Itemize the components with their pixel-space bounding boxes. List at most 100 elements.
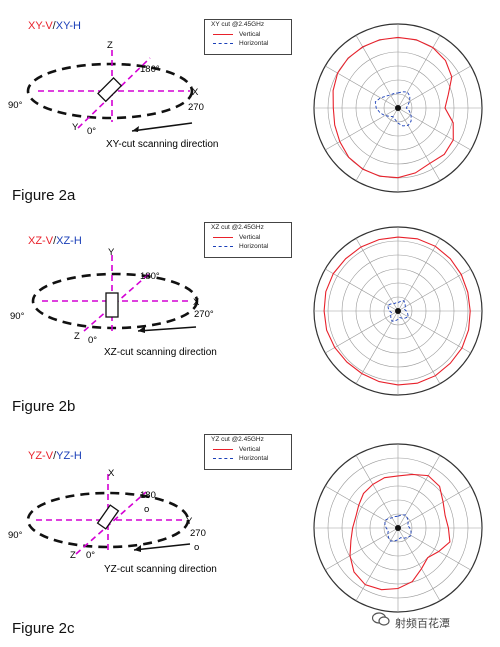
- axis-right-label: X: [193, 297, 200, 308]
- legend-horizontal: Horizontal: [213, 455, 268, 462]
- watermark: 射频百花潭: [395, 618, 450, 630]
- scan-schematic: X Y Z 180 o 270 o 90° 0° YZ-cut scanning…: [8, 468, 217, 575]
- scan-direction-text: XZ-cut scanning direction: [104, 347, 217, 358]
- vertical-cut-label: XZ-V: [28, 235, 54, 247]
- angle-front-label: 0°: [88, 335, 97, 346]
- angle-right-degree: o: [194, 542, 199, 553]
- scan-arrow: [131, 122, 193, 132]
- vertical-cut-label: XY-V: [28, 20, 53, 32]
- scan-arrowhead: [132, 126, 139, 132]
- legend-horizontal: Horizontal: [213, 40, 268, 47]
- polar-grid-spoke: [397, 238, 441, 312]
- horizontal-cut-label: XZ-H: [56, 235, 82, 247]
- polar-grid-spoke: [397, 65, 471, 109]
- axis-up-label: Z: [107, 40, 113, 51]
- device-under-test: [97, 77, 123, 103]
- legend-title: XY cut @2.45GHz: [211, 21, 265, 28]
- polar-grid-spoke: [397, 485, 471, 529]
- vertical-cut-label: YZ-V: [28, 450, 54, 462]
- device-under-test: [105, 292, 119, 318]
- polar-grid-spoke: [397, 527, 471, 571]
- polar-grid-spoke: [355, 527, 399, 601]
- legend: YZ cut @2.45GHz Vertical Horizontal: [204, 434, 292, 470]
- polar-grid-spoke: [397, 310, 471, 354]
- figure-panel-2a: XY-V/XY-H Z X Y 180° 270 90° 0° XY-cut s…: [0, 0, 500, 215]
- scan-arrow: [133, 543, 191, 551]
- horizontal-cut-label: XY-H: [55, 20, 82, 32]
- scan-arrowhead: [138, 326, 145, 333]
- legend-vertical: Vertical: [213, 446, 260, 453]
- polar-grid-spoke: [325, 527, 399, 571]
- polar-grid-spoke: [397, 268, 471, 312]
- angle-front-label: 0°: [87, 126, 96, 137]
- angle-top-label: 180: [140, 490, 156, 501]
- axis-front-label: Z: [70, 550, 76, 561]
- figure-label: Figure 2c: [12, 620, 75, 637]
- cut-title: XY-V/XY-H: [28, 20, 81, 32]
- polar-grid-spoke: [397, 527, 441, 601]
- angle-top-degree: o: [144, 504, 149, 515]
- horizontal-cut-label: YZ-H: [56, 450, 82, 462]
- legend-vertical: Vertical: [213, 31, 260, 38]
- horizontal-swatch: [213, 457, 233, 459]
- vertical-pattern-trace: [332, 36, 454, 179]
- scan-ellipse: [26, 491, 190, 549]
- chat-bubble-icon: [372, 612, 390, 626]
- legend-title: XZ cut @2.45GHz: [211, 224, 264, 231]
- legend-horizontal-label: Horizontal: [239, 40, 269, 47]
- axis-front-label: Z: [74, 331, 80, 342]
- polar-grid-spoke: [355, 455, 399, 529]
- figure-label: Figure 2a: [12, 187, 76, 204]
- polar-grid-spoke: [325, 107, 399, 151]
- vertical-pattern-trace: [349, 473, 451, 591]
- angle-left-label: 90°: [8, 530, 23, 541]
- scan-arrowhead: [134, 545, 141, 552]
- angle-right-label: 270: [190, 528, 206, 539]
- angle-right-label: 270: [188, 102, 204, 113]
- vertical-swatch: [213, 448, 233, 450]
- legend-horizontal-label: Horizontal: [239, 455, 269, 462]
- polar-grid-spoke: [355, 107, 399, 181]
- polar-grid-spoke: [397, 310, 441, 384]
- polar-grid-spoke: [397, 455, 441, 529]
- figure-panel-2b: XZ-V/XZ-H Y X Z 180° 270° 90° 0° XZ-cut …: [0, 215, 500, 430]
- horizontal-pattern-trace: [384, 514, 412, 542]
- device-under-test: [96, 504, 120, 530]
- legend-vertical-label: Vertical: [239, 446, 261, 453]
- polar-chart-xz: [313, 226, 483, 396]
- axis-up-label: X: [108, 468, 115, 479]
- scan-direction-text: XY-cut scanning direction: [106, 139, 218, 150]
- axis-front-label: Y: [72, 122, 79, 133]
- horizontal-swatch: [213, 42, 233, 44]
- cut-title: XZ-V/XZ-H: [28, 235, 82, 247]
- polar-grid-spoke: [397, 107, 441, 181]
- scan-schematic: Z X Y 180° 270 90° 0° XY-cut scanning di…: [8, 40, 218, 150]
- scan-arrow: [137, 326, 197, 332]
- vertical-swatch: [213, 236, 233, 238]
- vertical-swatch: [213, 33, 233, 35]
- legend-horizontal-label: Horizontal: [239, 243, 269, 250]
- legend: XY cut @2.45GHz Vertical Horizontal: [204, 19, 292, 55]
- polar-chart-xy: [313, 23, 483, 193]
- scan-schematic: Y X Z 180° 270° 90° 0° XZ-cut scanning d…: [10, 247, 217, 358]
- axis-up-label: Y: [108, 247, 115, 258]
- horizontal-swatch: [213, 245, 233, 247]
- axis-right-label: X: [192, 87, 199, 98]
- angle-top-label: 180°: [140, 64, 160, 75]
- cut-separator: /: [53, 235, 57, 247]
- figure-label: Figure 2b: [12, 398, 76, 415]
- angle-left-label: 90°: [8, 100, 23, 111]
- legend-horizontal: Horizontal: [213, 243, 268, 250]
- polar-grid-spoke: [355, 310, 399, 384]
- axis-front-line: [75, 491, 147, 555]
- figure-panel-2c: YZ-V/YZ-H X Y Z 180 o 270 o 90° 0° YZ-cu…: [0, 430, 500, 645]
- angle-top-label: 180°: [140, 271, 160, 282]
- polar-center-marker: [395, 525, 401, 531]
- vertical-pattern-trace: [323, 236, 471, 386]
- legend-vertical-label: Vertical: [239, 31, 261, 38]
- legend-vertical-label: Vertical: [239, 234, 261, 241]
- horizontal-pattern-trace: [374, 91, 412, 127]
- angle-front-label: 0°: [86, 550, 95, 561]
- legend-vertical: Vertical: [213, 234, 260, 241]
- polar-grid-spoke: [355, 35, 399, 109]
